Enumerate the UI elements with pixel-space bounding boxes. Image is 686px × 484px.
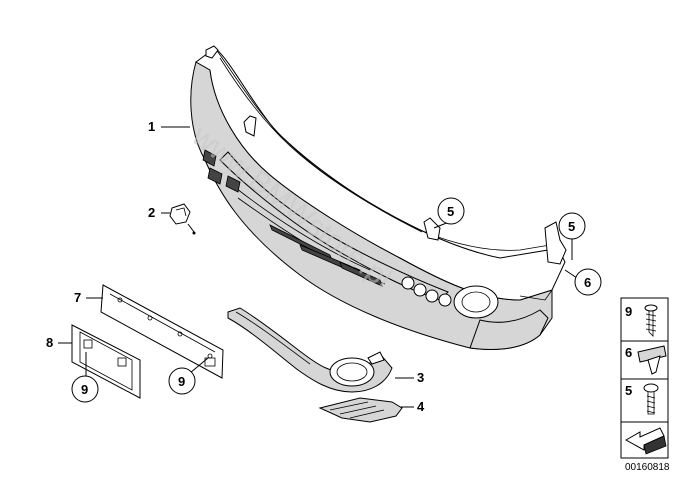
intake-slats <box>269 224 383 287</box>
callouts: 1 2 3 4 5 5 6 7 8 9 9 <box>46 119 602 414</box>
leader-lines <box>58 126 578 408</box>
legend-box-9 <box>620 297 669 342</box>
callout-6: 6 <box>584 275 591 290</box>
callout-5b: 5 <box>568 219 575 234</box>
legend-label-9: 9 <box>625 304 632 319</box>
callout-8: 8 <box>46 335 53 350</box>
callout-9b: 9 <box>178 374 185 389</box>
callout-1: 1 <box>148 119 155 134</box>
callout-5-circle-a <box>437 197 465 225</box>
callout-7: 7 <box>74 290 81 305</box>
legend-label-6: 6 <box>625 345 632 360</box>
license-plate-bracket <box>71 324 141 399</box>
fog-light-trim <box>227 307 393 393</box>
license-plate-base <box>100 284 224 379</box>
callout-9a: 9 <box>81 382 88 397</box>
callout-5-circle-b <box>558 212 586 240</box>
callout-9-circle-a <box>71 375 99 403</box>
callout-9-circle-b <box>168 367 196 395</box>
direction-arrow-icon <box>624 427 667 455</box>
bolt-icon <box>643 383 659 415</box>
callout-4: 4 <box>417 399 425 414</box>
legend-label-5: 5 <box>625 383 632 398</box>
front-bumper-panel <box>190 45 567 350</box>
screw-icon <box>644 304 658 337</box>
callout-3: 3 <box>417 370 424 385</box>
expanding-nut-icon <box>637 345 667 375</box>
sensor-holes <box>401 276 452 307</box>
grille-insert <box>318 397 403 423</box>
callout-2: 2 <box>148 205 155 220</box>
fastener-legend: 9 6 5 <box>620 297 669 459</box>
callout-5a: 5 <box>447 204 454 219</box>
callout-6-circle <box>574 268 602 296</box>
diagram-number: 00160818 <box>625 462 670 473</box>
bumper-clip-part <box>169 203 196 235</box>
